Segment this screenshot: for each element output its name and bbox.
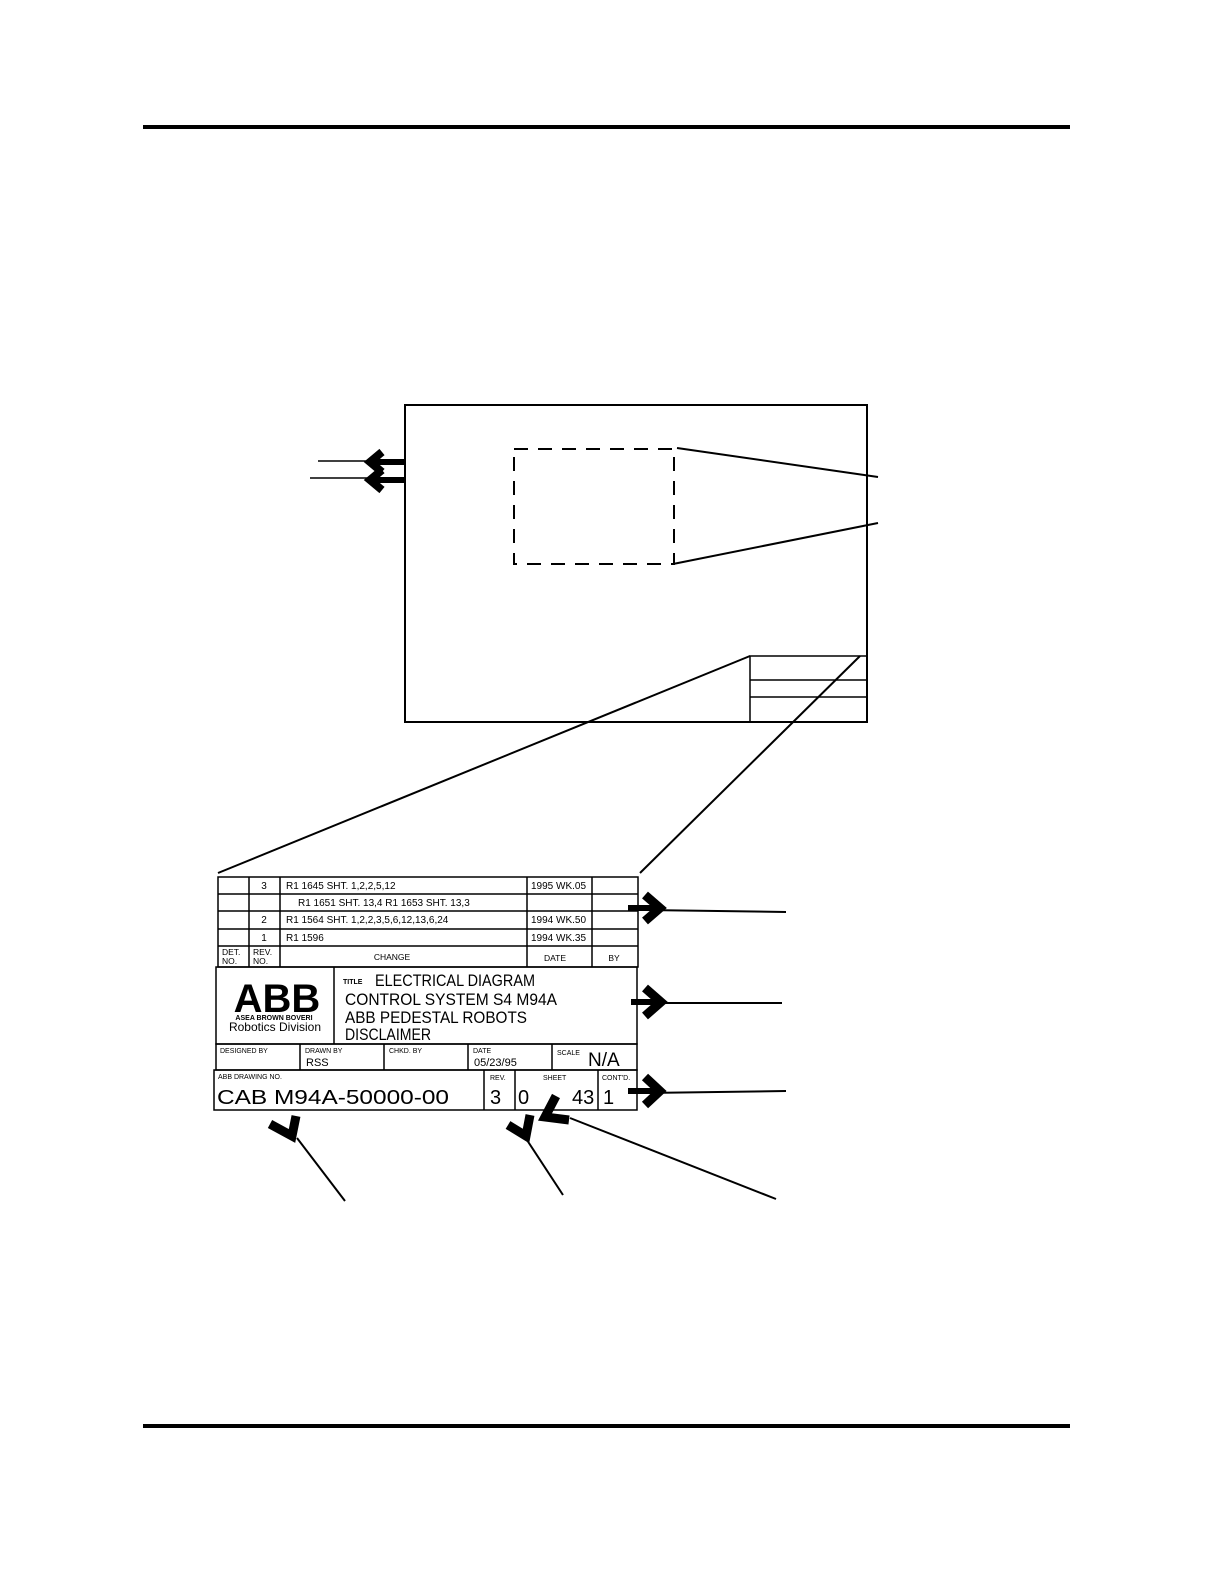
drawn-by-value: RSS <box>306 1057 329 1069</box>
header-date: DATE <box>544 953 566 963</box>
abb-logo: ABB ASEA BROWN BOVERI Robotics Division <box>229 977 321 1034</box>
header-det-no-2: NO. <box>222 956 237 966</box>
revision-rev: 3 <box>261 881 267 892</box>
sheet-label: SHEET <box>543 1075 567 1082</box>
title-block: 3 R1 1645 SHT. 1,2,2,5,12 1995 WK.05 R1 … <box>213 876 639 1111</box>
arrow-left-icon <box>538 1093 570 1125</box>
leader-rev <box>524 1136 564 1196</box>
right-callouts <box>628 891 787 1109</box>
sheet-value: 0 <box>518 1087 529 1109</box>
header-by: BY <box>608 953 620 963</box>
revision-change: R1 1645 SHT. 1,2,2,5,12 <box>286 881 396 892</box>
title-line: CONTROL SYSTEM S4 M94A <box>345 990 558 1009</box>
contd-value: 1 <box>603 1087 614 1109</box>
revision-date: 1995 WK.05 <box>531 881 586 892</box>
sheet-total: 43 <box>572 1087 594 1109</box>
left-arrows <box>363 448 405 494</box>
revision-date: 1994 WK.50 <box>531 915 586 926</box>
sheet-outline <box>404 404 868 723</box>
arrow-right-icon <box>641 1073 667 1109</box>
leader-dashed-bottom <box>672 522 879 565</box>
revision-change: R1 1596 <box>286 933 324 944</box>
drawing-no-label: ABB DRAWING NO. <box>218 1074 282 1081</box>
abb-logo-sub: ASEA BROWN BOVERI <box>235 1015 312 1022</box>
rev-value: 3 <box>490 1087 501 1109</box>
arrow-up-left-icon <box>267 1115 301 1143</box>
scale-label: SCALE <box>557 1050 580 1057</box>
leader-revision <box>644 909 787 913</box>
drawing-no-value: CAB M94A-50000-00 <box>217 1087 449 1109</box>
drawn-by-label: DRAWN BY <box>305 1048 343 1055</box>
leader-drawing-no <box>296 1137 346 1202</box>
bottom-rule <box>143 1424 1070 1428</box>
zoom-line-left <box>217 655 751 874</box>
arrow-right-icon <box>642 891 667 925</box>
drawing-area-dashed <box>513 448 675 565</box>
signature-row-frame <box>215 1043 638 1071</box>
abb-logo-mark: ABB <box>234 977 321 1021</box>
date-label: DATE <box>473 1048 491 1055</box>
sheet-overview <box>217 404 879 874</box>
revision-rows: 3 R1 1645 SHT. 1,2,2,5,12 1995 WK.05 R1 … <box>261 881 586 944</box>
arrow-left-icon <box>363 466 385 494</box>
header-rev-no-2: NO. <box>253 956 268 966</box>
scale-value: N/A <box>588 1050 620 1071</box>
revision-rev: 1 <box>261 933 267 944</box>
revision-change: R1 1564 SHT. 1,2,2,3,5,6,12,13,6,24 <box>286 915 449 926</box>
top-rule <box>143 125 1070 129</box>
title-line: DISCLAIMER <box>345 1025 431 1044</box>
revision-rev: 2 <box>261 915 267 926</box>
leader-contd <box>644 1090 787 1094</box>
drawing-number-row: ABB DRAWING NO. CAB M94A-50000-00 REV. 3… <box>217 1074 630 1109</box>
date-value: 05/23/95 <box>474 1057 517 1069</box>
arrow-up-left-icon <box>505 1114 535 1144</box>
title-line: ELECTRICAL DIAGRAM <box>375 971 535 990</box>
rev-label: REV. <box>490 1075 506 1082</box>
revision-date: 1994 WK.35 <box>531 933 586 944</box>
header-rev-no: REV. <box>253 947 272 957</box>
revision-change: R1 1651 SHT. 13,4 R1 1653 SHT. 13,3 <box>298 898 470 909</box>
header-change: CHANGE <box>374 952 411 962</box>
checked-by-label: CHKD. BY <box>389 1048 422 1055</box>
header-det-no: DET. <box>222 947 240 957</box>
drawing-title: ELECTRICAL DIAGRAM CONTROL SYSTEM S4 M94… <box>345 971 558 1044</box>
title-line: ABB PEDESTAL ROBOTS <box>345 1008 527 1027</box>
revision-headers: DET. NO. REV. NO. CHANGE DATE BY <box>222 947 620 966</box>
contd-label: CONT'D. <box>602 1075 630 1082</box>
arrow-right-icon <box>642 984 668 1020</box>
leader-dashed-top <box>676 447 879 478</box>
division-name: Robotics Division <box>229 1020 321 1034</box>
bottom-callouts <box>267 1093 777 1202</box>
signature-row: DESIGNED BY DRAWN BY RSS CHKD. BY DATE 0… <box>220 1048 620 1071</box>
zoom-line-right <box>639 655 861 874</box>
title-label: TITLE <box>343 979 363 986</box>
designed-by-label: DESIGNED BY <box>220 1048 268 1055</box>
leader-sheet <box>569 1117 777 1200</box>
